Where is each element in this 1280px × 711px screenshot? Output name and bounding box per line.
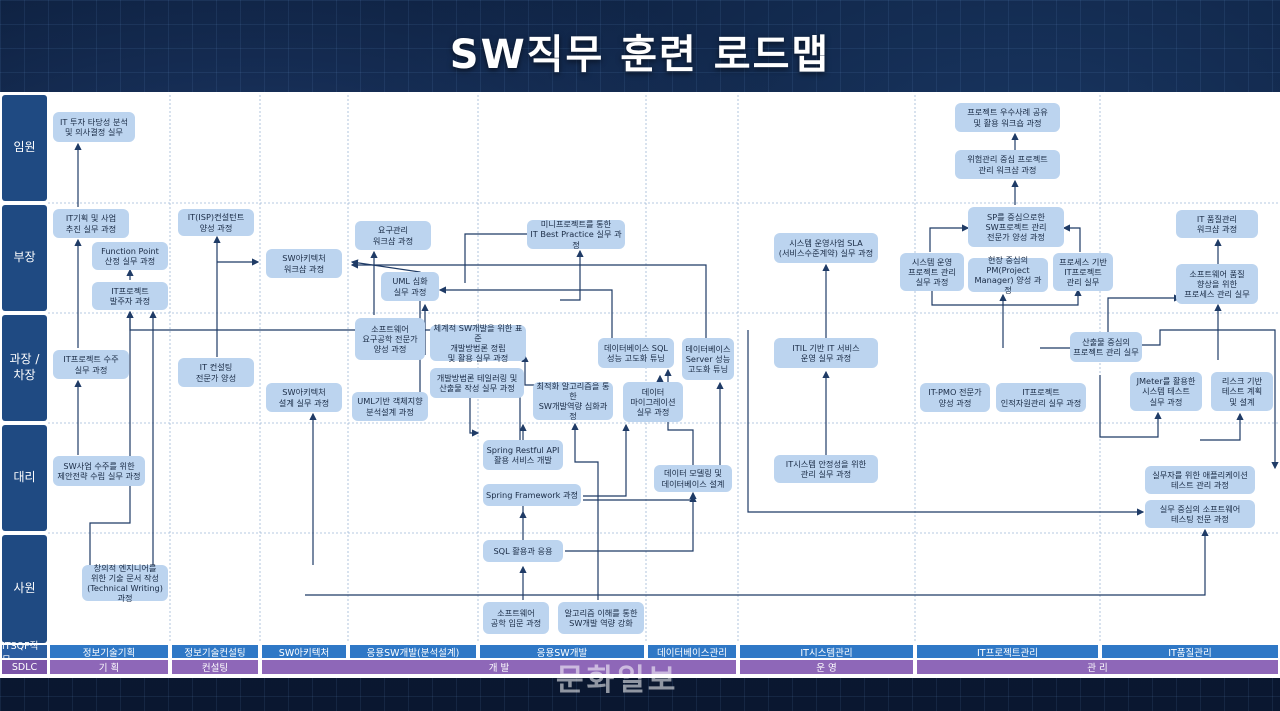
course-requirements-workshop[interactable]: 요구관리 워크샵 과정	[355, 221, 431, 250]
course-it-project-bidding[interactable]: IT프로젝트 수주 실무 과정	[53, 350, 129, 379]
course-methodology-tailoring[interactable]: 개발방법론 테일러링 및 산출물 작성 실무 과정	[430, 368, 524, 398]
itsqf-it-consulting: 정보기술컨설팅	[172, 645, 258, 659]
course-sw-architecture-workshop[interactable]: SW아키텍처 워크샵 과정	[266, 249, 342, 278]
itsqf-it-project-management: IT프로젝트관리	[917, 645, 1098, 659]
course-requirements-engineering[interactable]: 소프트웨어 요구공학 전문가 양성 과정	[355, 318, 425, 360]
course-mini-project-best-practice[interactable]: 미니프로젝트를 통한 IT Best Practice 실무 과정	[527, 219, 625, 250]
course-itil-operation[interactable]: ITIL 기반 IT 서비스 운영 실무 과정	[774, 338, 878, 368]
grid-lines	[48, 95, 1278, 643]
course-spring-restful-api[interactable]: Spring Restful API 활용 서비스 개발	[483, 440, 563, 470]
itsqf-header: ITSQF직무	[2, 641, 47, 666]
itsqf-it-quality-management: IT품질관리	[1102, 645, 1278, 659]
course-it-project-orderer[interactable]: IT프로젝트 발주자 과정	[92, 282, 168, 310]
course-isp-consultant[interactable]: IT(ISP)컨설턴트 양성 과정	[178, 209, 254, 236]
course-it-system-stability[interactable]: IT시스템 안정성을 위한 관리 실무 과정	[774, 455, 878, 483]
course-technical-writing[interactable]: 창의적 엔지니어를 위한 기술 문서 작성 (Technical Writing…	[82, 563, 168, 603]
course-software-testing-expert[interactable]: 실무 중심의 소프트웨어 테스팅 전문 과정	[1145, 500, 1255, 528]
sdlc-operation: 운 영	[740, 660, 913, 674]
sdlc-management: 관 리	[917, 660, 1278, 674]
course-db-sql-tuning[interactable]: 데이터베이스 SQL 성능 고도화 튜닝	[598, 338, 674, 368]
course-uml-oo-analysis[interactable]: UML기반 객체지향 분석설계 과정	[352, 392, 428, 421]
course-it-investment-analysis[interactable]: IT 투자 타당성 분석 및 의사결정 실무	[53, 112, 135, 142]
course-process-based-pm[interactable]: 프로세스 기반 IT프로젝트 관리 실무	[1053, 253, 1113, 291]
sdlc-development: 개 발	[262, 660, 736, 674]
course-spring-framework[interactable]: Spring Framework 과정	[483, 484, 581, 506]
course-standard-dev-methodology[interactable]: 체계적 SW개발을 위한 표준 개발방법론 정립 및 활용 실무 과정	[430, 323, 526, 363]
row-header-general-manager: 부장	[2, 205, 47, 311]
course-risk-based-test[interactable]: 리스크 기반 테스트 계획 및 설계	[1211, 372, 1273, 411]
course-db-server-tuning[interactable]: 데이터베이스 Server 성능 고도화 튜닝	[682, 338, 734, 380]
arrows	[74, 132, 1279, 600]
course-sw-proposal-strategy[interactable]: SW사업 수주를 위한 제안전략 수립 실무 과정	[53, 456, 145, 486]
course-software-quality-process[interactable]: 소프트웨어 품질 향상을 위한 프로세스 관리 실무	[1176, 264, 1258, 304]
sdlc-consulting: 컨설팅	[172, 660, 258, 674]
itsqf-app-sw-analysis: 응용SW개발(분석설계)	[350, 645, 476, 659]
course-it-pmo-expert[interactable]: IT-PMO 전문가 양성 과정	[920, 383, 990, 412]
course-sla-operation[interactable]: 시스템 운영사업 SLA (서비스수준계약) 실무 과정	[774, 233, 878, 263]
course-field-pm[interactable]: 현장 중심의 PM(Project Manager) 양성 과정	[968, 255, 1048, 295]
course-function-point[interactable]: Function Point 산정 실무 과정	[92, 242, 168, 270]
course-application-test-management[interactable]: 실무자를 위한 애플리케이션 테스트 관리 과정	[1145, 466, 1255, 494]
course-data-migration[interactable]: 데이터 마이그레이션 실무 과정	[623, 382, 683, 422]
itsqf-sw-architecture: SW아키텍처	[262, 645, 346, 659]
course-it-quality-workshop[interactable]: IT 품질관리 워크샵 과정	[1176, 210, 1258, 238]
course-optimization-algorithm[interactable]: 최적화 알고리즘을 통한 SW개발역량 심화과정	[533, 381, 613, 421]
course-it-project-hr[interactable]: IT프로젝트 인적자원관리 실무 과정	[996, 383, 1086, 412]
sdlc-planning: 기 획	[50, 660, 168, 674]
course-deliverable-pm[interactable]: 산출물 중심의 프로젝트 관리 실무	[1070, 332, 1142, 362]
course-jmeter-system-test[interactable]: JMeter를 활용한 시스템 테스트 실무 과정	[1130, 372, 1202, 411]
itsqf-it-planning: 정보기술기획	[50, 645, 168, 659]
course-algorithm-understanding[interactable]: 알고리즘 이해를 통한 SW개발 역량 강화	[558, 602, 644, 634]
row-header-staff: 사원	[2, 535, 47, 643]
row-header-executive: 임원	[2, 95, 47, 201]
course-data-modeling[interactable]: 데이터 모델링 및 데이터베이스 설계	[654, 465, 732, 492]
course-software-engineering-intro[interactable]: 소프트웨어 공학 입문 과정	[483, 602, 549, 634]
itsqf-it-system-management: IT시스템관리	[740, 645, 913, 659]
course-sp-project-management[interactable]: SP를 중심으로한 SW프로젝트 관리 전문가 양성 과정	[968, 207, 1064, 247]
row-header-manager: 과장 / 차장	[2, 315, 47, 421]
page-title: SW직무 훈련 로드맵	[449, 32, 831, 78]
course-it-planning[interactable]: IT기획 및 사업 추진 실무 과정	[53, 209, 129, 238]
course-it-consulting-expert[interactable]: IT 컨설팅 전문가 양성	[178, 358, 254, 387]
itsqf-app-sw-dev: 응용SW개발	[480, 645, 644, 659]
sdlc-header: SDLC	[2, 660, 47, 674]
course-project-best-case-workshop[interactable]: 프로젝트 우수사례 공유 및 활용 워크숍 과정	[955, 103, 1060, 132]
course-sw-architecture-design[interactable]: SW아키텍처 설계 실무 과정	[266, 383, 342, 412]
course-system-operation-pm[interactable]: 시스템 운영 프로젝트 관리 실무 과정	[900, 253, 964, 291]
itsqf-db-management: 데이터베이스관리	[648, 645, 736, 659]
course-uml-advanced[interactable]: UML 심화 실무 과정	[381, 272, 439, 301]
row-header-assistant-manager: 대리	[2, 425, 47, 531]
course-sql-application[interactable]: SQL 활용과 응용	[483, 540, 563, 562]
course-risk-management-workshop[interactable]: 위험관리 중심 프로젝트 관리 워크샵 과정	[955, 150, 1060, 179]
watermark: 문화일보	[556, 663, 679, 698]
